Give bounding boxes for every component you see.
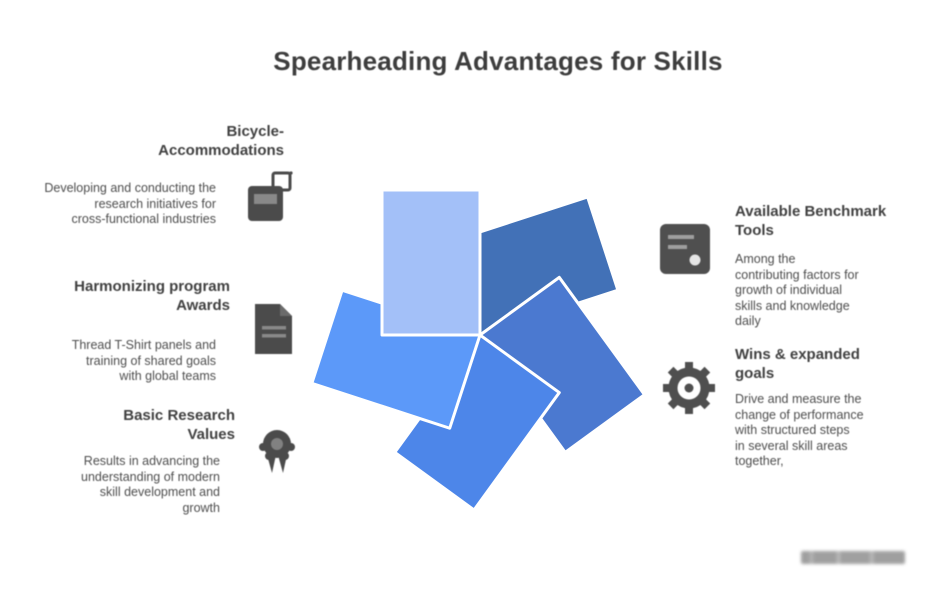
heading-line: Accommodations [158, 142, 284, 159]
body-line: growth [182, 500, 220, 515]
body-line: research initiatives for [94, 196, 216, 211]
left-group-2-body: Thread T-Shirt panels and training of sh… [34, 338, 216, 385]
heading-line: Wins & expanded [735, 346, 860, 363]
body-line: training of shared goals [86, 353, 216, 368]
right-group-1-body: Among the contributing factors for growt… [735, 252, 905, 330]
body-line: in several skill areas [735, 438, 848, 453]
body-line: Results in advancing the [83, 454, 220, 468]
body-line: growth of individual [735, 283, 843, 297]
badge-icon [259, 430, 295, 473]
body-line: Among the [735, 252, 796, 266]
heading-line: Awards [176, 297, 230, 314]
left-group-3-body: Results in advancing the understanding o… [28, 454, 220, 516]
body-line: understanding of modern [81, 469, 220, 484]
window-stats-icon [660, 224, 710, 274]
right-group-1-heading: Available Benchmark Tools [735, 202, 920, 240]
right-group-2-body: Drive and measure the change of performa… [735, 392, 910, 470]
body-line: Drive and measure the [735, 392, 862, 406]
picture-frames-icon [248, 171, 293, 221]
body-line: change of performance [735, 407, 864, 422]
heading-line: Basic Research [123, 407, 235, 424]
heading-line: Tools [735, 222, 774, 239]
body-line: with structured steps [735, 423, 850, 437]
heading-line: Values [187, 426, 235, 443]
body-line: with global teams [119, 369, 216, 383]
gear-icon [663, 362, 715, 414]
body-line: contributing factors for [735, 267, 859, 282]
heading-line: Bicycle- [226, 123, 284, 140]
heading-line: Harmonizing program [74, 278, 230, 295]
petal-top [380, 188, 482, 337]
body-line: cross-functional industries [71, 212, 216, 226]
left-group-2-heading: Harmonizing program Awards [52, 277, 230, 315]
left-group-1-heading: Bicycle- Accommodations [104, 122, 284, 160]
pinwheel-diagram [310, 188, 647, 512]
right-group-2-heading: Wins & expanded goals [735, 345, 910, 383]
body-line: skills and knowledge [735, 298, 850, 313]
body-line: skill development and [99, 485, 220, 499]
body-line: together, [735, 454, 784, 468]
body-line: daily [735, 314, 761, 328]
heading-line: goals [735, 365, 775, 382]
document-icon [255, 304, 292, 354]
watermark-wordmark [801, 551, 905, 564]
left-group-1-body: Developing and conducting the research i… [28, 181, 216, 228]
page-title: Spearheading Advantages for Skills [273, 46, 723, 76]
body-line: Developing and conducting the [44, 181, 216, 195]
body-line: Thread T-Shirt panels and [71, 338, 216, 352]
heading-line: Available Benchmark [735, 203, 887, 220]
left-group-3-heading: Basic Research Values [72, 406, 235, 444]
